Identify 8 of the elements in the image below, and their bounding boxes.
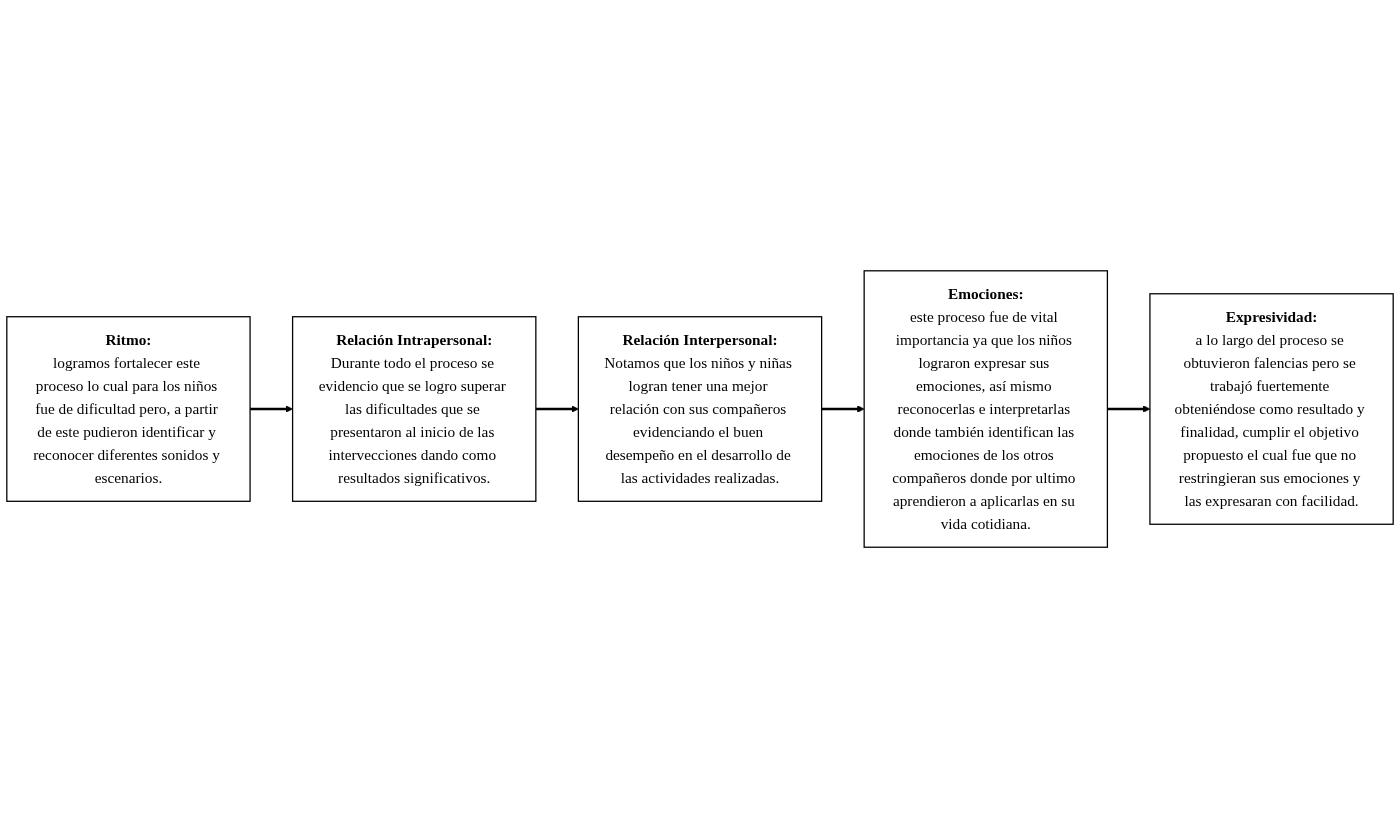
arrow [535,405,579,414]
node-box: Relación Interpersonal: Notamos que los niños y niñas logran tener una mejor relación con sus compañeros evidenciando el buen desempeño en el desarrollo de las actividades realizadas. [577,316,823,503]
arrow [821,405,865,414]
node-box: Relación Intrapersonal: Durante todo el proceso se evidencio que se logro superar las dificultades que se presentaron al inicio de las intervecciones dando como resultados significativos. [291,316,537,503]
node-box: Expresividad: a lo largo del proceso se obtuvieron falencias pero se trabajó fuertemente obteniéndose como resultado y finalidad, cumplir el objetivo propuesto el cual fue que no restringieran sus emociones y las expresaran con facilidad. [1149,293,1394,526]
node-box: Ritmo: logramos fortalecer este proceso lo cual para los niños fue de dificultad pero, a partir de este pudieron identificar y reconocer diferentes sonidos y escenarios. [6,316,251,503]
arrow [250,405,293,414]
node-box: Emociones: este proceso fue de vital importancia ya que los niños lograron expresar sus emociones, así mismo reconocerlas e interpretarlas donde también identifican las emociones de los otros compañeros donde por ultimo aprendieron a aplicarlas en su vida cotidiana. [863,270,1109,549]
